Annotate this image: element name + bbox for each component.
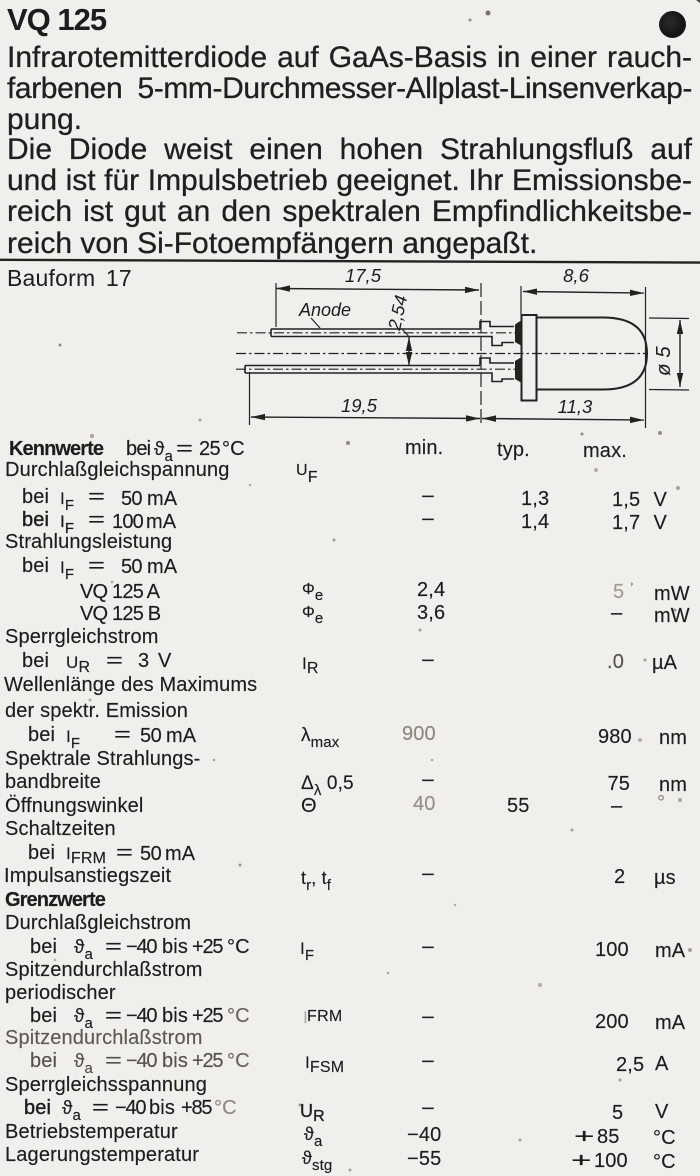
- svg-text:11,3: 11,3: [558, 396, 593, 417]
- svg-text:19,5: 19,5: [341, 395, 378, 416]
- svg-text:17,5: 17,5: [345, 265, 382, 286]
- svg-text:ø 5: ø 5: [652, 346, 675, 376]
- svg-text:2,54: 2,54: [384, 293, 411, 332]
- svg-text:Anode: Anode: [298, 300, 351, 320]
- svg-text:8,6: 8,6: [563, 265, 589, 286]
